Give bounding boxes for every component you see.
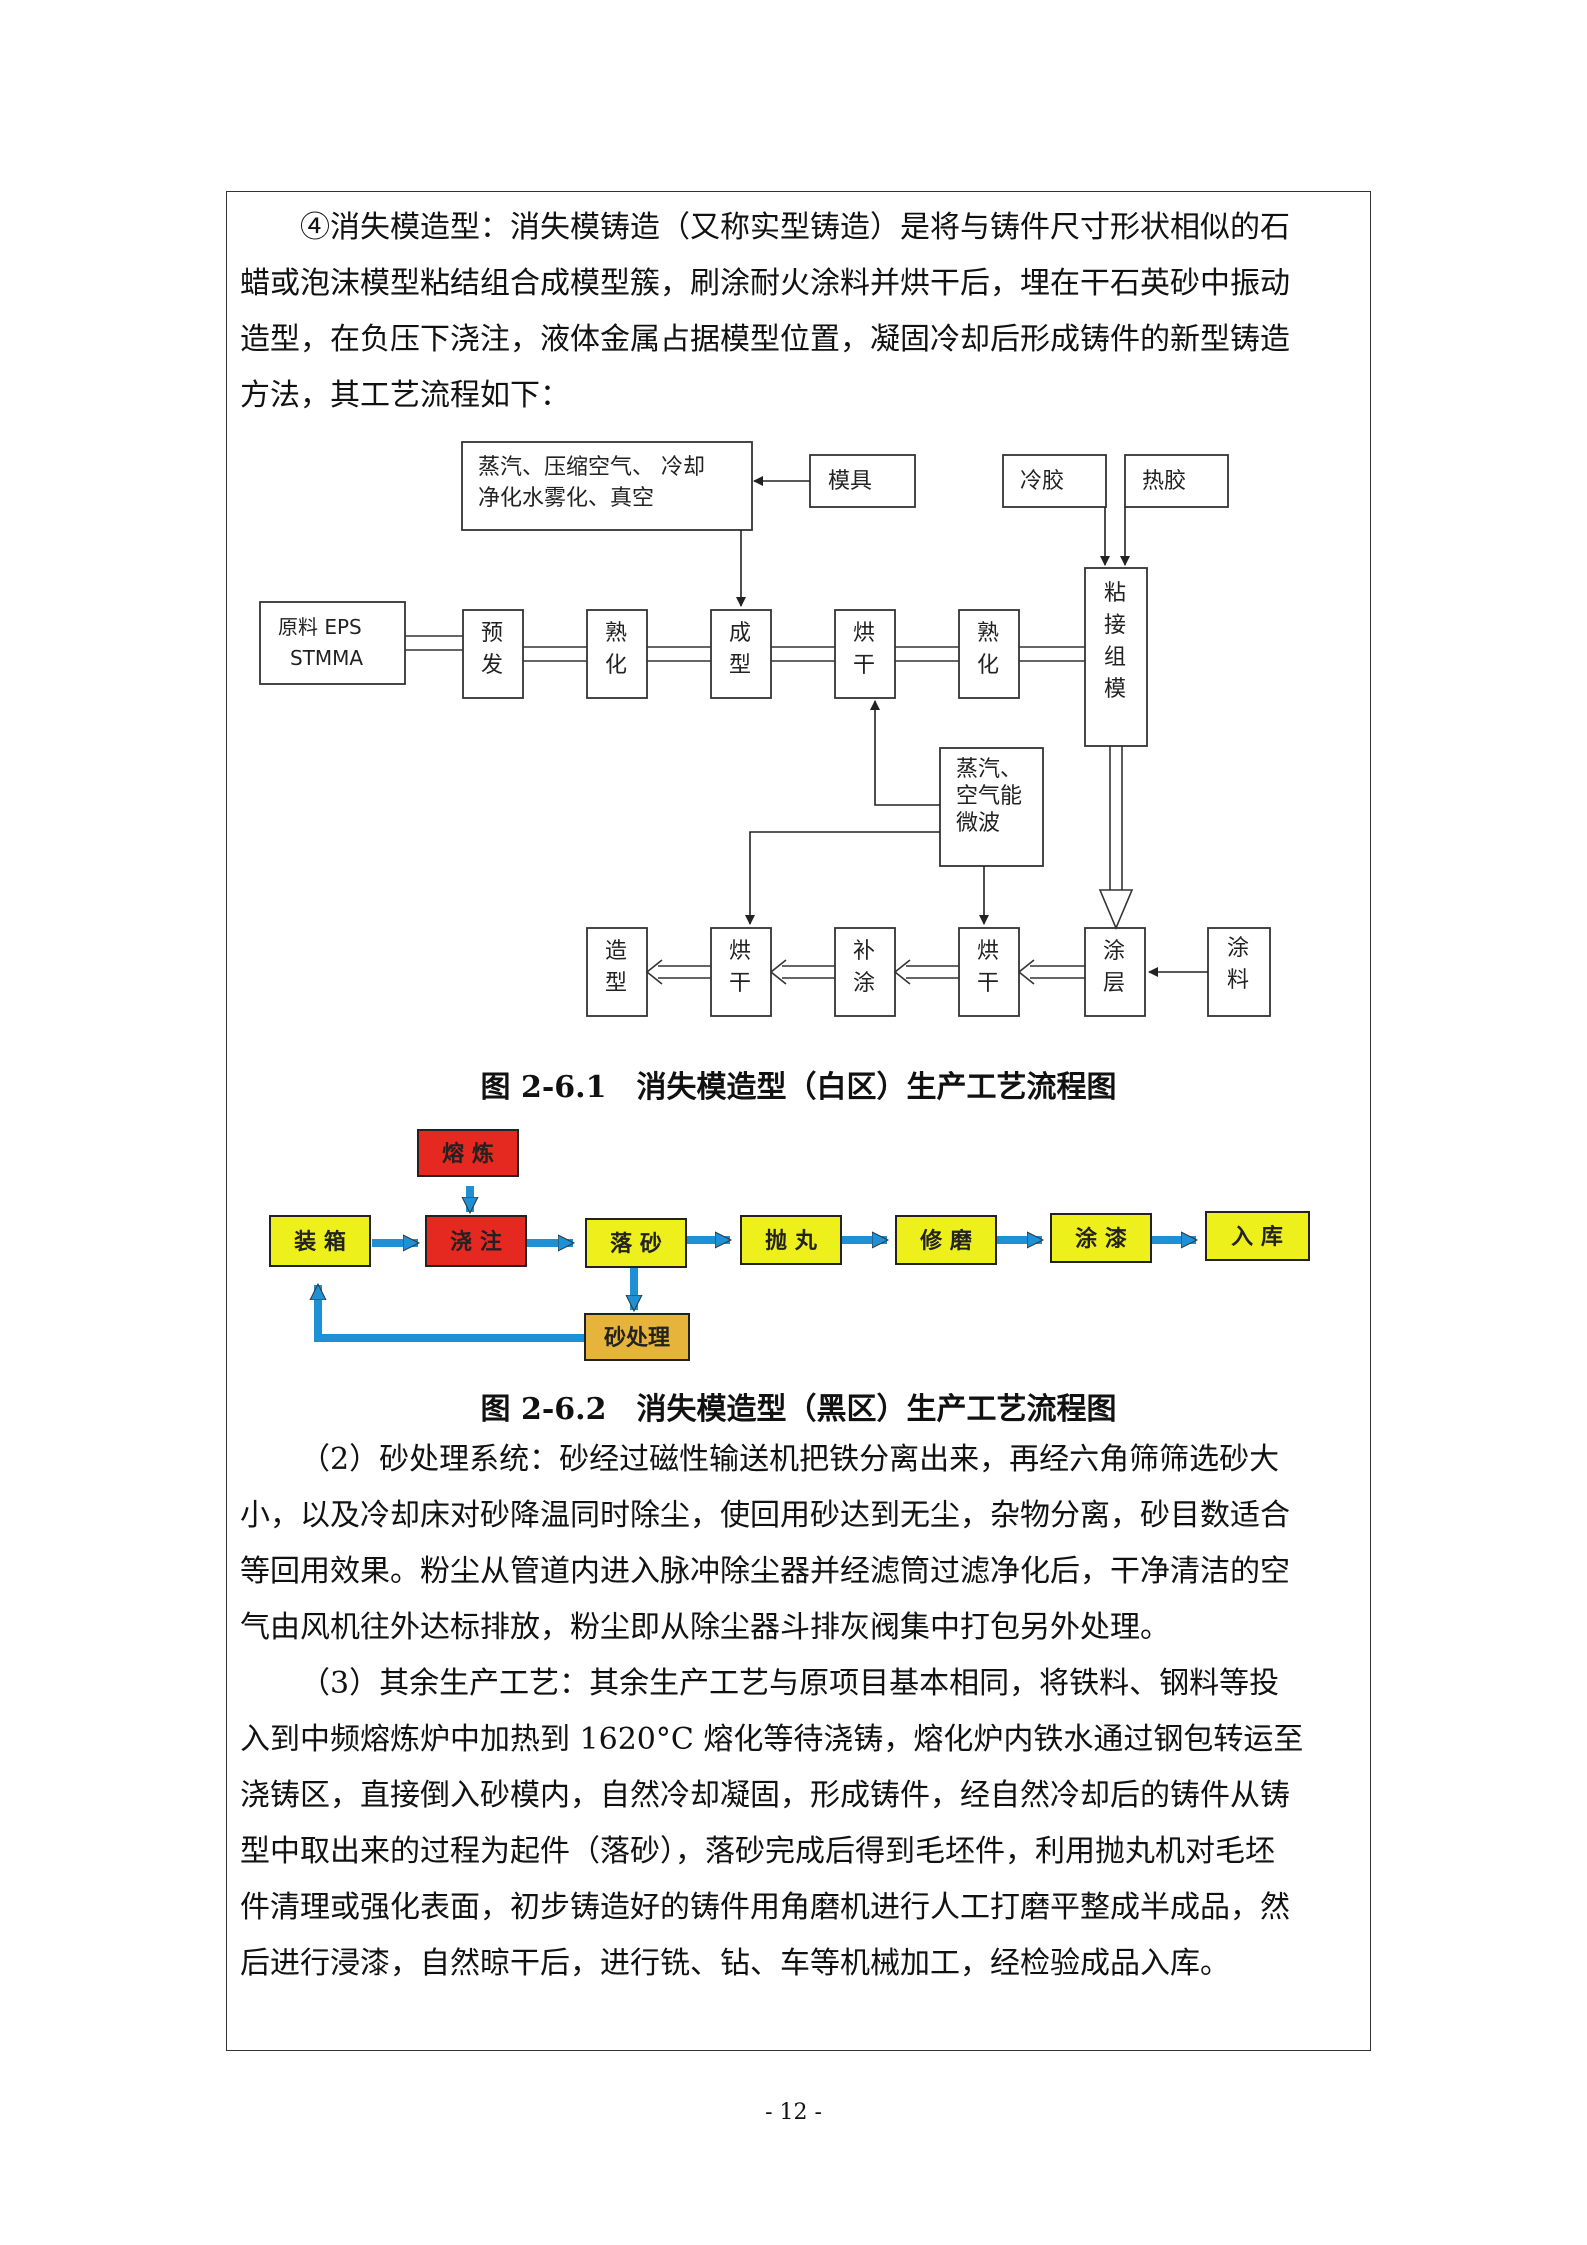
grinding-box <box>895 1215 997 1265</box>
dry3-1: 烘 <box>729 939 751 964</box>
figure1-caption: 图 2-6.1 消失模造型（白区）生产工艺流程图 <box>480 1070 1117 1105</box>
molding-1: 造 <box>605 939 627 964</box>
paint-2: 料 <box>1227 968 1249 993</box>
raw-line2: STMMA <box>290 646 363 670</box>
dry2-1: 烘 <box>977 939 999 964</box>
text-line: 型中取出来的过程为起件（落砂），落砂完成后得到毛坯件，利用抛丸机对毛坯 <box>240 1834 1275 1869</box>
storage-box <box>1205 1211 1310 1261</box>
glue-1: 粘 <box>1104 581 1126 606</box>
shot-blast-label: 抛 丸 <box>765 1228 818 1254</box>
coating-2: 层 <box>1103 971 1125 996</box>
shakeout-label: 落 砂 <box>610 1231 662 1257</box>
painting-box <box>1050 1213 1152 1263</box>
text-line: 蜡或泡沫模型粘结组合成模型簇，刷涂耐火涂料并烘干后，埋在干石英砂中振动 <box>240 266 1290 301</box>
steam-box-line1: 蒸汽、压缩空气、 冷却 <box>478 455 705 480</box>
document-frame <box>226 191 1371 2051</box>
steam-box-line2: 净化水雾化、真空 <box>478 486 654 511</box>
glue-4: 模 <box>1104 677 1126 702</box>
other-process-paragraph: （3）其余生产工艺：其余生产工艺与原项目基本相同，将铁料、钢料等投 入到中频熔炼… <box>240 1656 1358 1992</box>
forming-1: 成 <box>729 621 751 646</box>
steam-air-2: 空气能 <box>956 784 1022 809</box>
forming-box <box>710 609 772 699</box>
smelting-box <box>417 1129 519 1177</box>
recoat-1: 补 <box>853 939 875 964</box>
figure2-caption: 图 2-6.2 消失模造型（黑区）生产工艺流程图 <box>480 1392 1117 1427</box>
steam-air-3: 微波 <box>956 811 1000 836</box>
pouring-label: 浇 注 <box>450 1229 502 1255</box>
text-line: 气由风机往外达标排放，粉尘即从除尘器斗排灰阀集中打包另外处理。 <box>240 1610 1170 1645</box>
coating-box <box>1084 927 1146 1017</box>
paint-1: 涂 <box>1227 936 1249 961</box>
dry1-2: 干 <box>853 653 875 678</box>
molding-2: 型 <box>605 971 627 996</box>
pre-expand-box <box>462 609 524 699</box>
white-zone-flowchart: 蒸汽、压缩空气、 冷却 净化水雾化、真空 模具 冷胶 热胶 原料 EPS STM… <box>259 441 1271 1017</box>
dry1-1: 烘 <box>853 621 875 646</box>
black-zone-flowchart: 熔 炼 装 箱 浇 注 落 砂 抛 丸 修 磨 涂 漆 入 库 砂处理 <box>269 1129 1310 1361</box>
boxing-label: 装 箱 <box>294 1229 346 1255</box>
glue-assembly-box <box>1084 567 1148 747</box>
coating-1: 涂 <box>1103 939 1125 964</box>
text-line: ④消失模造型：消失模铸造（又称实型铸造）是将与铸件尺寸形状相似的石 <box>300 210 1290 245</box>
sand-treatment-label: 砂处理 <box>604 1325 670 1351</box>
dry1-box <box>834 609 896 699</box>
storage-label: 入 库 <box>1231 1225 1283 1250</box>
text-line: 方法，其工艺流程如下： <box>240 378 570 413</box>
steam-air-1: 蒸汽、 <box>956 757 1022 782</box>
painting-label: 涂 漆 <box>1075 1226 1127 1252</box>
text-line: 浇铸区，直接倒入砂模内，自然冷却凝固，形成铸件，经自然冷却后的铸件从铸 <box>240 1778 1290 1813</box>
mature1-2: 化 <box>605 653 627 678</box>
cold-glue-box <box>1002 454 1107 508</box>
glue-2: 接 <box>1104 613 1126 638</box>
mature2-box <box>958 609 1020 699</box>
intro-paragraph: ④消失模造型：消失模铸造（又称实型铸造）是将与铸件尺寸形状相似的石 蜡或泡沫模型… <box>240 200 1358 424</box>
text-line: （3）其余生产工艺：其余生产工艺与原项目基本相同，将铁料、钢料等投 <box>300 1666 1280 1701</box>
cold-glue-label: 冷胶 <box>1020 469 1064 494</box>
mature2-1: 熟 <box>977 621 999 646</box>
forming-2: 型 <box>729 653 751 678</box>
raw-box <box>259 601 406 685</box>
hot-glue-label: 热胶 <box>1142 469 1186 494</box>
grinding-label: 修 磨 <box>919 1228 972 1254</box>
text-line: 小，以及冷却床对砂降温同时除尘，使回用砂达到无尘，杂物分离，砂目数适合 <box>240 1498 1290 1533</box>
page-number: - 12 - <box>765 2100 822 2125</box>
mold-label: 模具 <box>828 469 872 494</box>
boxing-box <box>269 1215 371 1267</box>
pouring-box <box>425 1215 527 1267</box>
text-line: 件清理或强化表面，初步铸造好的铸件用角磨机进行人工打磨平整成半成品，然 <box>240 1890 1290 1925</box>
hot-glue-box <box>1124 454 1229 508</box>
raw-line1: 原料 EPS <box>278 615 362 639</box>
dry3-2: 干 <box>729 971 751 996</box>
text-line: 入到中频熔炼炉中加热到 1620°C 熔化等待浇铸，熔化炉内铁水通过钢包转运至 <box>240 1722 1304 1757</box>
text-line: （2）砂处理系统：砂经过磁性输送机把铁分离出来，再经六角筛筛选砂大 <box>300 1442 1280 1477</box>
steam-box <box>461 441 753 531</box>
mature1-1: 熟 <box>605 621 627 646</box>
pre-expand-1: 预 <box>481 621 503 646</box>
mature1-box <box>586 609 648 699</box>
shot-blast-box <box>740 1215 842 1265</box>
text-line: 造型，在负压下浇注，液体金属占据模型位置，凝固冷却后形成铸件的新型铸造 <box>240 322 1290 357</box>
smelting-label: 熔 炼 <box>442 1141 494 1167</box>
sand-treatment-paragraph: （2）砂处理系统：砂经过磁性输送机把铁分离出来，再经六角筛筛选砂大 小，以及冷却… <box>240 1432 1358 1656</box>
text-line: 后进行浸漆，自然晾干后，进行铣、钻、车等机械加工，经检验成品入库。 <box>240 1946 1230 1981</box>
mature2-2: 化 <box>977 653 999 678</box>
sand-treatment-box <box>584 1313 690 1361</box>
steam-air-micro-box <box>939 747 1044 867</box>
text-line: 等回用效果。粉尘从管道内进入脉冲除尘器并经滤筒过滤净化后，干净清洁的空 <box>240 1554 1290 1589</box>
dry2-2: 干 <box>977 971 999 996</box>
glue-3: 组 <box>1104 645 1126 670</box>
shakeout-box <box>585 1218 687 1268</box>
pre-expand-2: 发 <box>481 653 503 678</box>
recoat-2: 涂 <box>853 971 875 996</box>
